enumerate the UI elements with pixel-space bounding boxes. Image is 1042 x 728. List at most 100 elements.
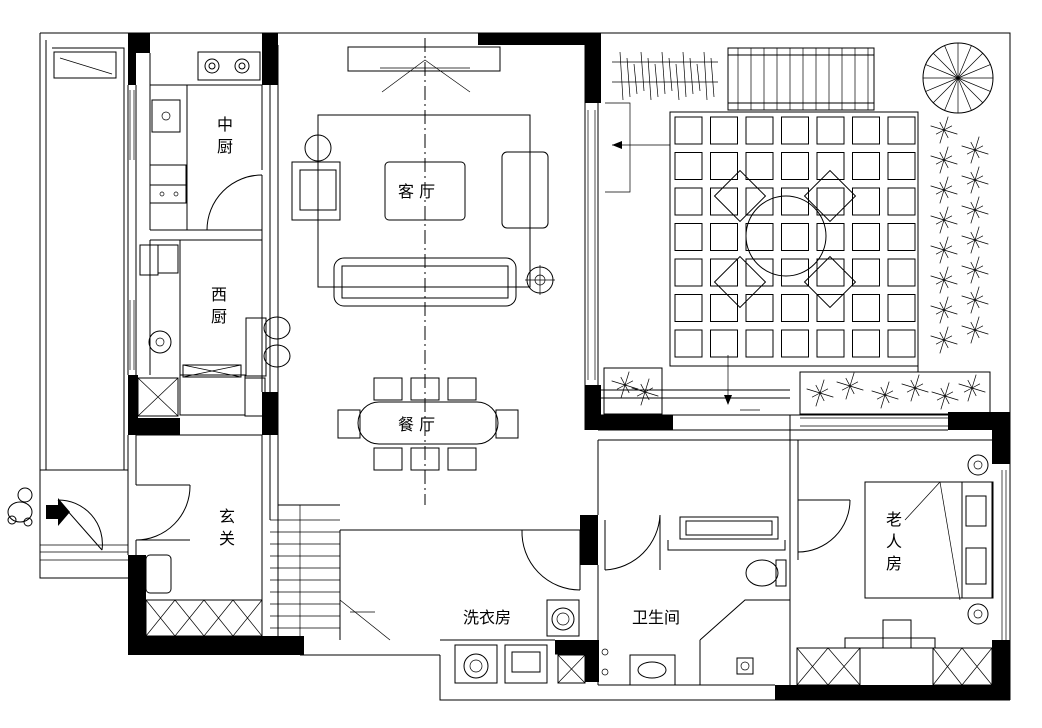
shrub-leaf — [880, 394, 886, 409]
shrub-leaf — [943, 339, 958, 345]
shrub-leaf — [819, 392, 825, 402]
shrub-leaf — [974, 299, 980, 309]
shrub-leaf — [943, 309, 958, 315]
bamboo-stalk — [626, 57, 631, 98]
paving-tile — [745, 223, 774, 251]
shrub-leaf — [884, 381, 890, 396]
shrub-leaf — [939, 339, 945, 354]
shrub — [930, 176, 958, 204]
shrub — [961, 286, 989, 314]
shrub-leaf — [939, 159, 945, 174]
shrub — [961, 226, 989, 254]
bamboo-stalk — [647, 57, 652, 101]
shrub — [930, 296, 958, 324]
shrub-leaf — [849, 381, 859, 387]
shrub-leaf — [943, 219, 949, 229]
shrub-leaf — [620, 376, 626, 386]
shrub-leaf — [974, 209, 980, 219]
shrub-leaf — [974, 329, 989, 335]
shrub-leaf — [939, 129, 945, 144]
bamboo-stalk — [703, 51, 708, 101]
shrub-leaf — [939, 219, 945, 234]
shrub-leaf — [914, 387, 929, 393]
shrub-leaf — [974, 329, 980, 339]
label-elder-room-1: 老 — [886, 510, 902, 529]
paving-tile — [745, 187, 774, 216]
shrub-leaf — [974, 145, 984, 151]
dining-room — [337, 377, 519, 471]
wall-blocks — [128, 33, 1010, 700]
label-western-kitchen-1: 西 — [211, 285, 227, 304]
stair-cut — [339, 599, 391, 641]
bamboo-stalk — [710, 57, 715, 98]
shrub-leaf — [611, 380, 626, 386]
shrub-leaf — [974, 175, 984, 181]
paving-tile — [710, 152, 738, 180]
shrub-leaf — [967, 387, 973, 402]
shrub-leaf — [644, 391, 659, 397]
shrub-leaf — [624, 371, 630, 386]
shrub-leaf — [943, 309, 949, 319]
shrub-leaf — [974, 269, 989, 275]
shrub-leaf — [974, 325, 984, 331]
shrub-leaf — [884, 394, 890, 404]
paving-tile — [887, 187, 916, 216]
shrub-leaf — [961, 295, 976, 301]
shrub-leaf — [974, 209, 989, 215]
paving-tile — [816, 116, 845, 145]
paving-tile — [816, 294, 845, 322]
shrub-leaf — [936, 395, 946, 401]
shrub-leaf — [884, 394, 899, 400]
shrub-leaf — [971, 374, 977, 389]
bamboo-stalk — [619, 51, 624, 101]
shrub-leaf — [871, 390, 886, 396]
chinese-kitchen — [149, 51, 261, 230]
shrub-leaf — [939, 331, 945, 341]
shrub-leaf — [880, 386, 886, 396]
shrub-leaf — [811, 392, 821, 398]
shrub-leaf — [935, 189, 945, 195]
shrub-leaf — [914, 383, 924, 389]
label-bathroom: 卫生间 — [632, 608, 680, 627]
paving-tile — [852, 187, 880, 216]
elder-room-furniture — [796, 454, 994, 686]
courtyard — [603, 42, 994, 415]
shrub-leaf — [966, 209, 976, 215]
shrub-leaf — [944, 382, 950, 397]
shrub-leaf — [884, 390, 894, 396]
shrub — [961, 166, 989, 194]
shrub-leaf — [970, 261, 976, 271]
paving-tile — [710, 223, 738, 251]
paving-tile — [781, 258, 809, 287]
paving-tile — [781, 329, 809, 358]
shrub-leaf — [961, 325, 976, 331]
paving-tile — [887, 116, 916, 145]
shrub-leaf — [961, 175, 976, 181]
shrub-leaf — [967, 379, 973, 389]
umbrella-rib — [957, 77, 983, 103]
room-labels: 中 厨 西 厨 客 厅 餐 厅 玄 关 洗衣房 卫生间 老 人 房 — [211, 115, 902, 627]
bamboo-stalk — [682, 51, 687, 98]
paving-tile — [781, 223, 809, 251]
shrub-leaf — [971, 387, 977, 397]
shrub-leaf — [943, 129, 958, 135]
shrub — [631, 378, 659, 406]
shrub-leaf — [939, 241, 945, 251]
paving-tile — [887, 329, 916, 358]
shrub-leaf — [930, 185, 945, 191]
shrub-leaf — [966, 299, 976, 305]
shrub-leaf — [943, 206, 949, 221]
shrub-leaf — [974, 179, 989, 185]
shrub — [871, 381, 899, 409]
shrub-leaf — [974, 149, 980, 159]
shrub-leaf — [819, 392, 834, 398]
shrub-leaf — [943, 176, 949, 191]
shrub — [930, 116, 958, 144]
shrub-leaf — [939, 309, 945, 324]
shrub-leaf — [935, 309, 945, 315]
paving-tile — [710, 187, 738, 216]
shrub-leaf — [819, 388, 829, 394]
shrub-leaf — [974, 316, 980, 331]
paving-tile — [781, 187, 809, 216]
